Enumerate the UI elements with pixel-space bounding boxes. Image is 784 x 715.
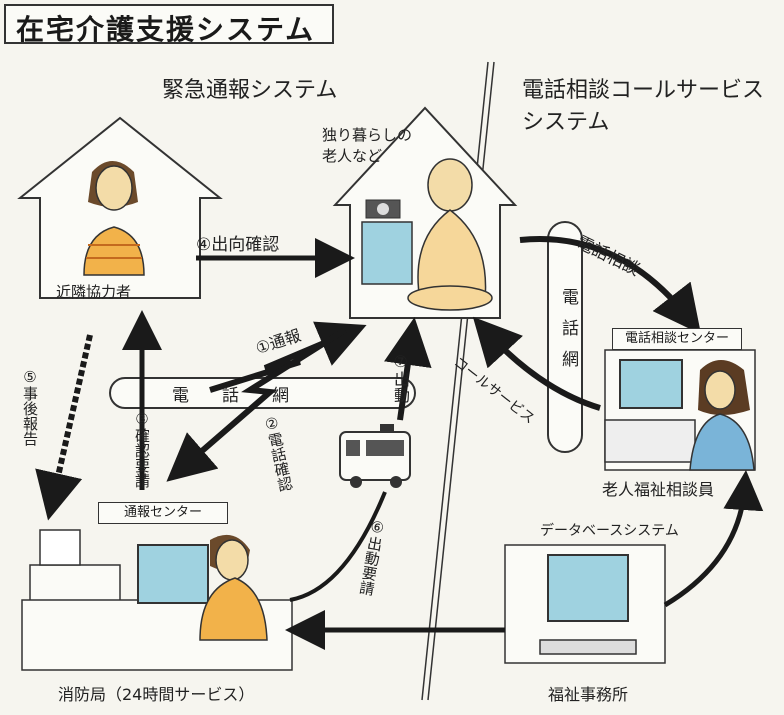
- label-report-center: 通報センター: [98, 502, 228, 524]
- arrow-dispatch-request: [289, 491, 387, 602]
- elderly-person-figure: [407, 158, 493, 311]
- arrow-phone-confirm: [166, 327, 347, 482]
- telephone-cabinet: [361, 199, 413, 285]
- section-title-consult-line1: 電話相談コールサービス: [522, 78, 765, 103]
- arrow-after-report: [35, 334, 93, 521]
- label-welfare-office: 福祉事務所: [548, 685, 629, 704]
- label-counselor: 老人福祉相談員: [602, 480, 715, 499]
- label-elderly-line1: 独り暮らしの: [322, 126, 413, 144]
- arrow-emergency-call: [209, 321, 367, 393]
- neighbor-person-figure: [83, 161, 145, 276]
- ambulance-figure: [339, 424, 411, 488]
- label-elderly-line2: 老人など: [322, 147, 383, 165]
- section-title-consult-line2: システム: [522, 110, 610, 135]
- section-title-emergency: 緊急通報システム: [162, 78, 338, 103]
- report-center-office: [21, 529, 293, 671]
- arrow-database-to-counselor: [663, 470, 764, 608]
- label-phone-network-v: 電話網: [558, 288, 578, 381]
- label-flow-3: ③確認要請: [133, 410, 151, 488]
- label-consult-center: 電話相談センター: [612, 328, 742, 350]
- label-flow-5: ⑤事後報告: [21, 368, 39, 446]
- title-box: 在宅介護支援システム: [4, 4, 334, 46]
- phone-network-vertical: [547, 221, 583, 453]
- arrow-phone-consult: [519, 236, 702, 335]
- label-neighbor: 近隣協力者: [56, 283, 132, 301]
- page-title: 在宅介護支援システム: [16, 13, 316, 46]
- label-database: データベースシステム: [540, 523, 679, 539]
- arrow-call-service: [472, 316, 601, 411]
- label-flow-7: ⑦出動: [391, 352, 410, 403]
- consult-center-office: [604, 349, 756, 471]
- arrow-dispatch: [384, 317, 432, 421]
- label-flow-4: ④出向確認: [196, 235, 280, 255]
- label-phone-network-h: 電 話 網: [172, 386, 297, 406]
- label-fire-station: 消防局（24時間サービス）: [58, 685, 255, 704]
- welfare-office-computer: [504, 544, 666, 664]
